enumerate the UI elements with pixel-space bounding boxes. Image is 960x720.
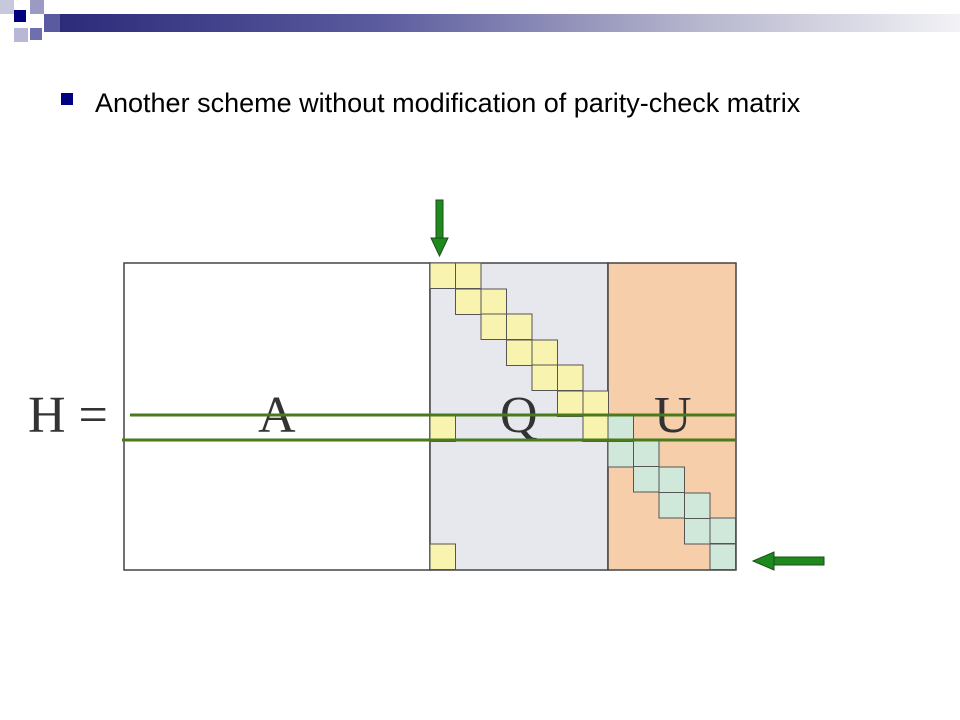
- identity-cell: [480, 288, 507, 315]
- identity-cell: [429, 415, 456, 442]
- header-square: [14, 10, 26, 22]
- arrow-left-icon: [751, 551, 825, 571]
- identity-cell: [607, 415, 634, 442]
- bullet-marker: [61, 93, 73, 105]
- identity-cell: [557, 364, 584, 391]
- header-square: [0, 0, 14, 14]
- identity-cell: [480, 313, 507, 340]
- identity-cell: [709, 543, 736, 570]
- identity-cell: [429, 262, 456, 289]
- identity-cell: [658, 492, 685, 519]
- identity-cell: [582, 415, 609, 442]
- header-square: [30, 0, 44, 14]
- identity-cell: [506, 339, 533, 366]
- header-decoration: [0, 0, 960, 42]
- identity-cell: [429, 543, 456, 570]
- identity-cell: [531, 339, 558, 366]
- identity-cell: [582, 390, 609, 417]
- identity-cell: [684, 518, 711, 545]
- identity-cell: [455, 262, 482, 289]
- header-square: [30, 28, 42, 40]
- identity-cell: [455, 288, 482, 315]
- header-square: [44, 14, 60, 32]
- identity-cell: [557, 390, 584, 417]
- identity-cell: [506, 313, 533, 340]
- identity-cells: [429, 262, 736, 570]
- identity-cell: [633, 466, 660, 493]
- h-equals-label: H =: [28, 387, 108, 444]
- identity-cell: [607, 441, 634, 468]
- bullet-text: Another scheme without modification of p…: [95, 88, 801, 118]
- identity-cell: [658, 466, 685, 493]
- header-gradient-strip: [60, 14, 960, 32]
- identity-cell: [709, 517, 736, 544]
- arrow-down-icon: [430, 199, 449, 258]
- header-square: [14, 28, 28, 42]
- identity-cell: [531, 364, 558, 391]
- identity-cell: [633, 440, 660, 467]
- identity-cell: [684, 492, 711, 519]
